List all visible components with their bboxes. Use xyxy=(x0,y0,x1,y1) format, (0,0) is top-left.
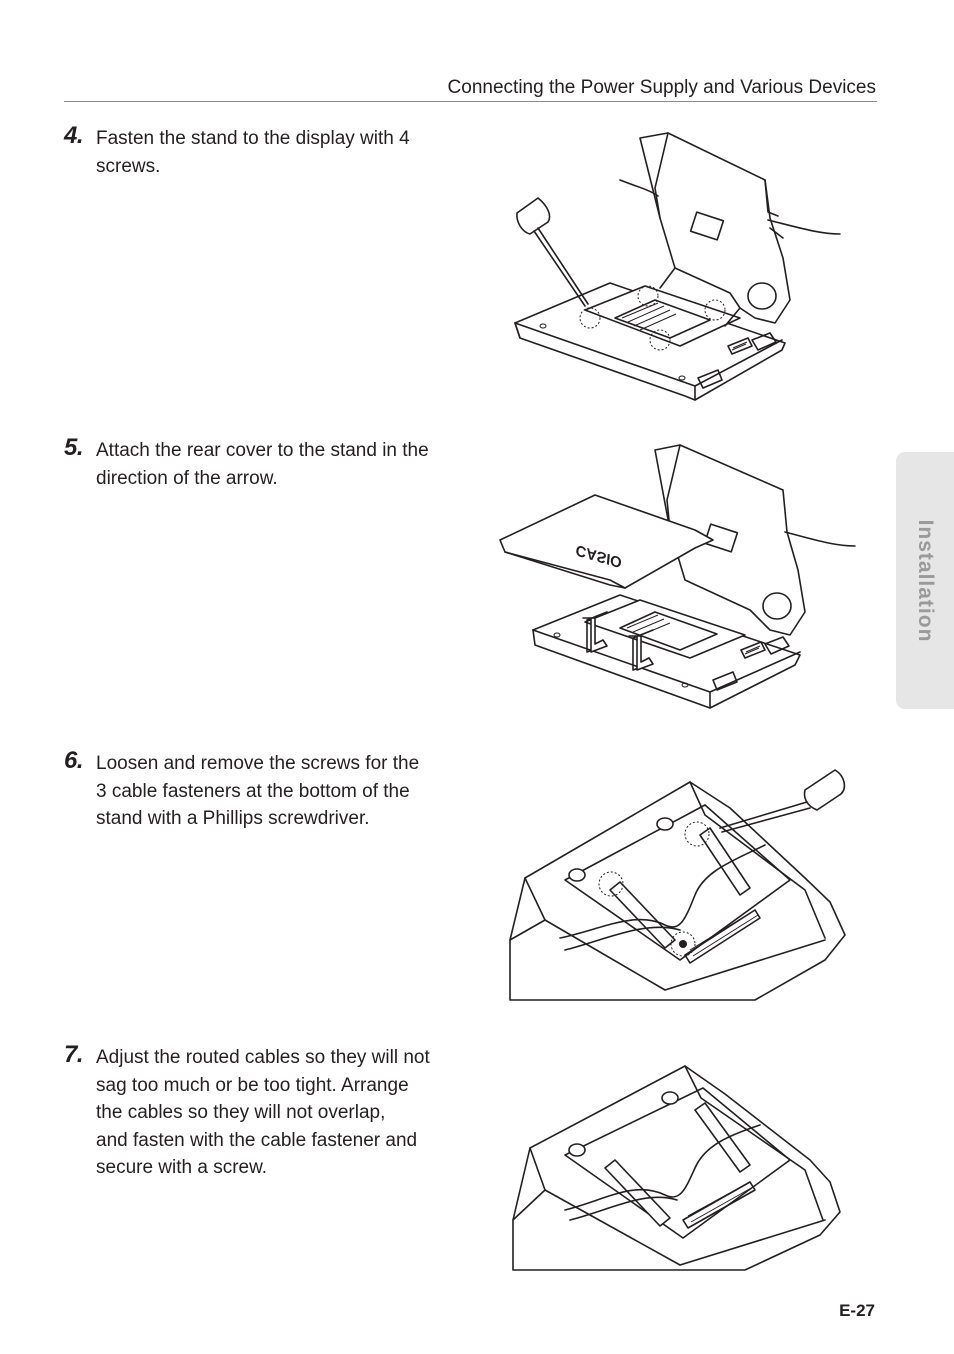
step-text-line: Fasten the stand to the display with 4 xyxy=(96,128,410,149)
step-text-line: and fasten with the cable fastener and xyxy=(96,1129,418,1151)
step-7-illustration xyxy=(512,1065,841,1271)
step-7: 7. Adjust the routed cables so they will… xyxy=(64,1041,464,1182)
step-number: 7. xyxy=(64,1041,84,1068)
page-header-title: Connecting the Power Supply and Various … xyxy=(447,77,876,98)
step-text-line: Loosen and remove the screws for the xyxy=(96,753,420,774)
step-4: 4. Fasten the stand to the display with … xyxy=(64,122,464,180)
step-text-line: Attach the rear cover to the stand in th… xyxy=(96,440,429,461)
step-number: 4. xyxy=(64,122,84,149)
step-text-line: 3 cable fasteners at the bottom of the xyxy=(96,780,410,802)
step-text-line: stand with a Phillips screwdriver. xyxy=(96,808,370,829)
step-text: Fasten the stand to the display with 4 s… xyxy=(96,125,464,180)
step-text-line: secure with a screw. xyxy=(96,1157,268,1178)
step-text-line: the cables so they will not overlap, xyxy=(96,1102,386,1123)
step-6-illustration xyxy=(509,769,846,1001)
step-number: 5. xyxy=(64,434,84,461)
step-4-illustration xyxy=(514,132,841,401)
step-text-line: Adjust the routed cables so they will no… xyxy=(96,1047,430,1068)
step-text-line: screws. xyxy=(96,155,161,177)
side-tab-label: Installation xyxy=(914,519,937,642)
step-5: 5. Attach the rear cover to the stand in… xyxy=(64,434,464,492)
header-rule xyxy=(64,101,877,102)
step-text: Attach the rear cover to the stand in th… xyxy=(96,437,464,492)
page-number: E-27 xyxy=(839,1301,875,1320)
step-text: Loosen and remove the screws for the 3 c… xyxy=(96,750,464,833)
step-text: Adjust the routed cables so they will no… xyxy=(96,1044,464,1182)
step-text-line: direction of the arrow. xyxy=(96,467,278,489)
step-5-illustration: CASIO xyxy=(499,444,856,709)
step-6: 6. Loosen and remove the screws for the … xyxy=(64,747,464,833)
installation-side-tab[interactable]: Installation xyxy=(896,452,954,709)
step-number: 6. xyxy=(64,747,84,774)
step-text-line: sag too much or be too tight. Arrange xyxy=(96,1074,409,1096)
